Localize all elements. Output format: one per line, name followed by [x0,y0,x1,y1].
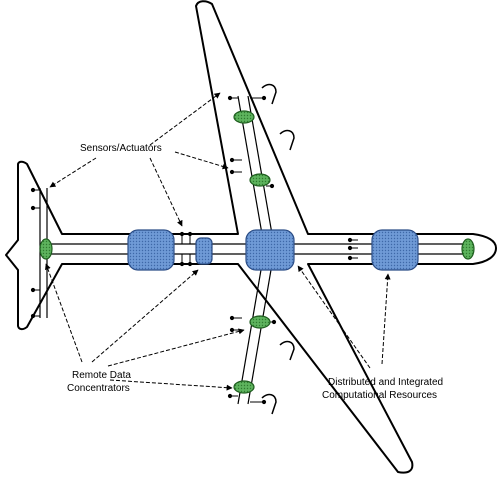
label-sensors-actuators: Sensors/Actuators [80,143,162,154]
label-remote-line2: Concentrators [67,383,130,394]
concentrator-lower-outer [233,380,255,394]
compute-node-small [195,237,213,265]
compute-node-aft [127,229,175,271]
compute-node-center [245,229,295,271]
compute-arrows [297,265,391,369]
sensor-arrows [49,92,229,227]
label-dist-line2: Computational Resources [322,390,437,401]
label-dist-line1: Distributed and Integrated [328,377,443,388]
compute-node-forward [371,229,419,271]
concentrator-upper-outer [233,110,255,124]
label-remote-line1: Remote Data [72,370,131,381]
concentrator-lower-inner [249,315,271,329]
concentrator-nose [461,238,475,260]
sensor-taps [30,95,358,405]
wing-pods [261,83,295,415]
compute-resources [127,229,419,271]
remote-concentrators [39,110,475,394]
concentrator-arrows [45,263,245,391]
concentrator-tail [39,238,53,260]
concentrator-upper-inner [249,173,271,187]
